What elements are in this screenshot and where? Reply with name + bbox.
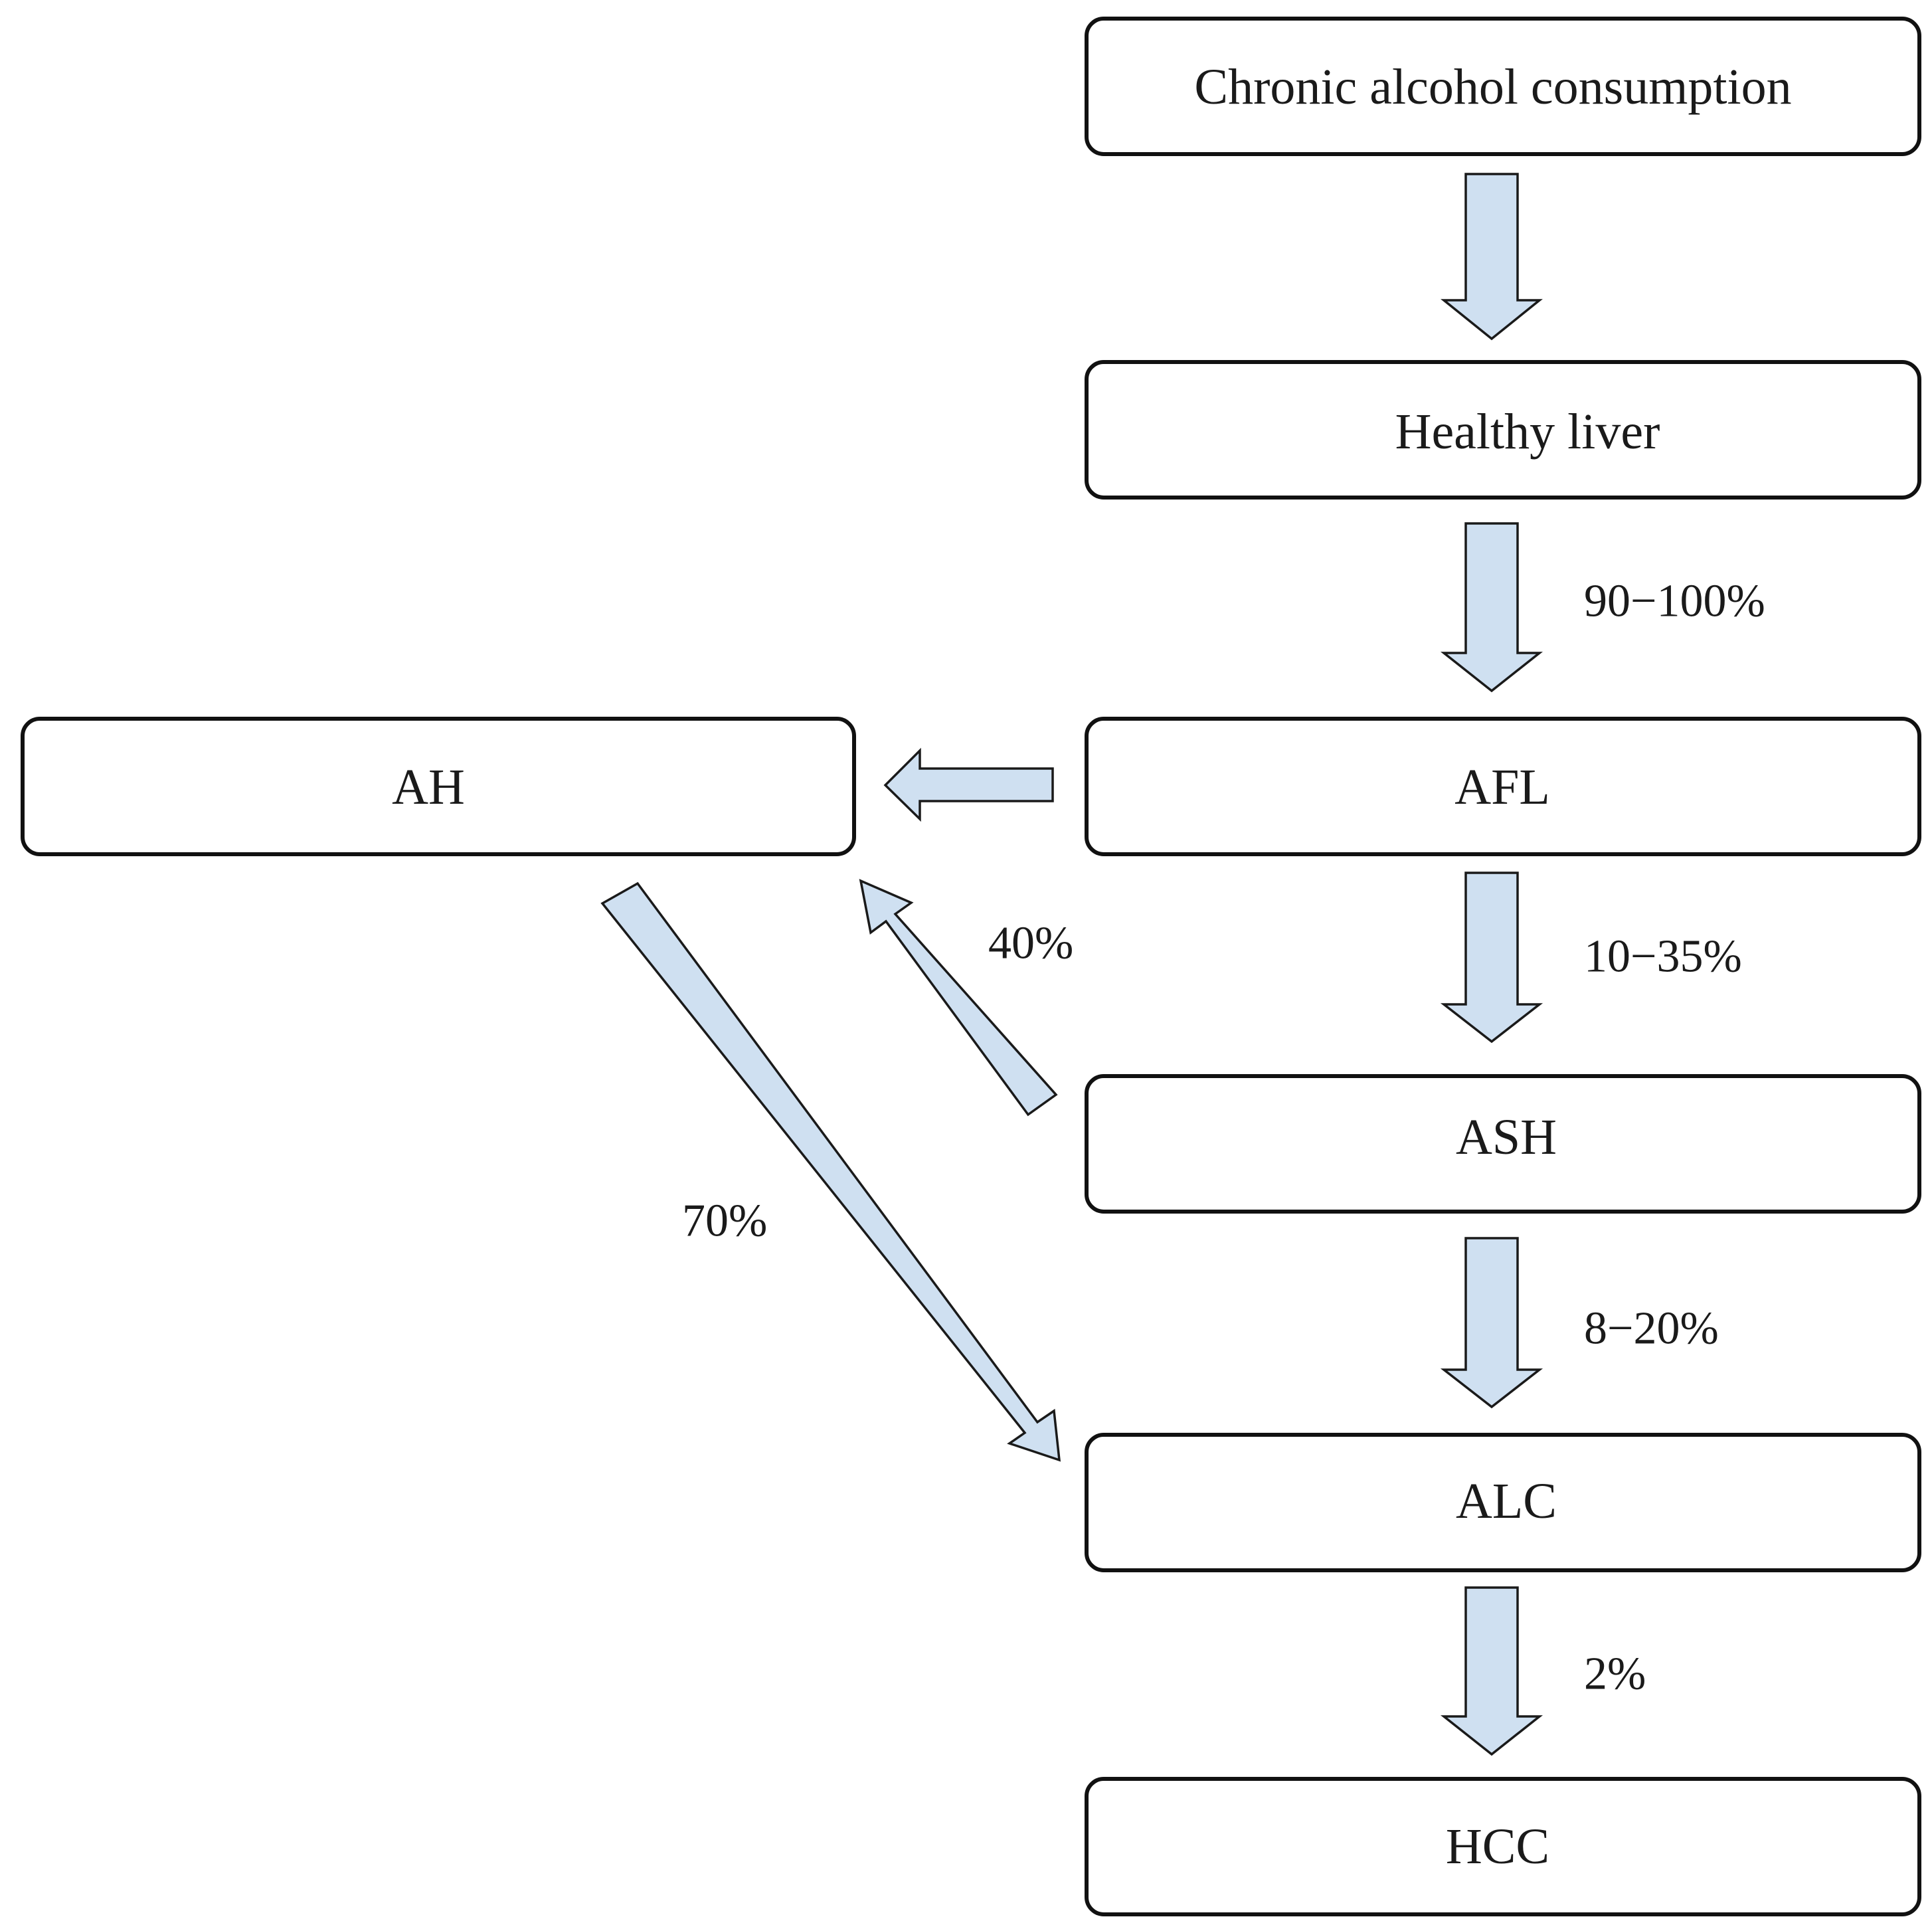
node-label: HCC [1446,1819,1549,1875]
edge-label-ash-to-ah: 40% [988,918,1073,969]
arrow-ash-to-ah [859,879,1058,1117]
node-alc: ALC [1085,1433,1921,1572]
node-box [1085,1074,1921,1214]
arrow-healthy-to-afl [1440,522,1543,693]
arrows [600,173,1543,1756]
edge-label-healthy-to-afl: 90−100% [1584,576,1765,627]
node-hcc: HCC [1085,1777,1921,1916]
node-label: Healthy liver [1395,404,1660,460]
nodes: Chronic alcohol consumption Healthy live… [21,17,1921,1916]
edge-label-alc-to-hcc: 2% [1584,1649,1646,1700]
node-box [1085,1777,1921,1916]
node-label: Chronic alcohol consumption [1194,59,1791,115]
arrow-ah-to-alc [600,881,1061,1462]
arrow-chronic-to-healthy [1441,173,1543,341]
node-box [1085,17,1921,156]
node-ah: AH [21,717,856,856]
edge-labels: 90−100% 10−35% 8−20% 2% 40% 70% [682,576,1765,1700]
node-healthy-liver: Healthy liver [1085,360,1921,500]
node-box [1085,360,1921,500]
node-afl: AFL [1085,717,1921,856]
edge-label-ash-to-alc: 8−20% [1584,1303,1719,1354]
arrow-alc-to-hcc [1440,1586,1543,1756]
arrow-afl-to-ash [1440,871,1543,1044]
node-chronic-alcohol-consumption: Chronic alcohol consumption [1085,17,1921,156]
arrow-afl-to-ah [883,747,1054,822]
node-box [1085,717,1921,856]
edge-label-afl-to-ash: 10−35% [1584,931,1742,982]
node-label: AFL [1454,759,1550,815]
arrow-ash-to-alc [1440,1237,1543,1409]
node-box [1085,1433,1921,1572]
node-label: AH [392,759,465,815]
node-box [21,717,856,856]
node-label: ASH [1456,1109,1557,1165]
node-label: ALC [1456,1473,1557,1529]
node-ash: ASH [1085,1074,1921,1214]
edge-label-ah-to-alc: 70% [682,1196,767,1247]
